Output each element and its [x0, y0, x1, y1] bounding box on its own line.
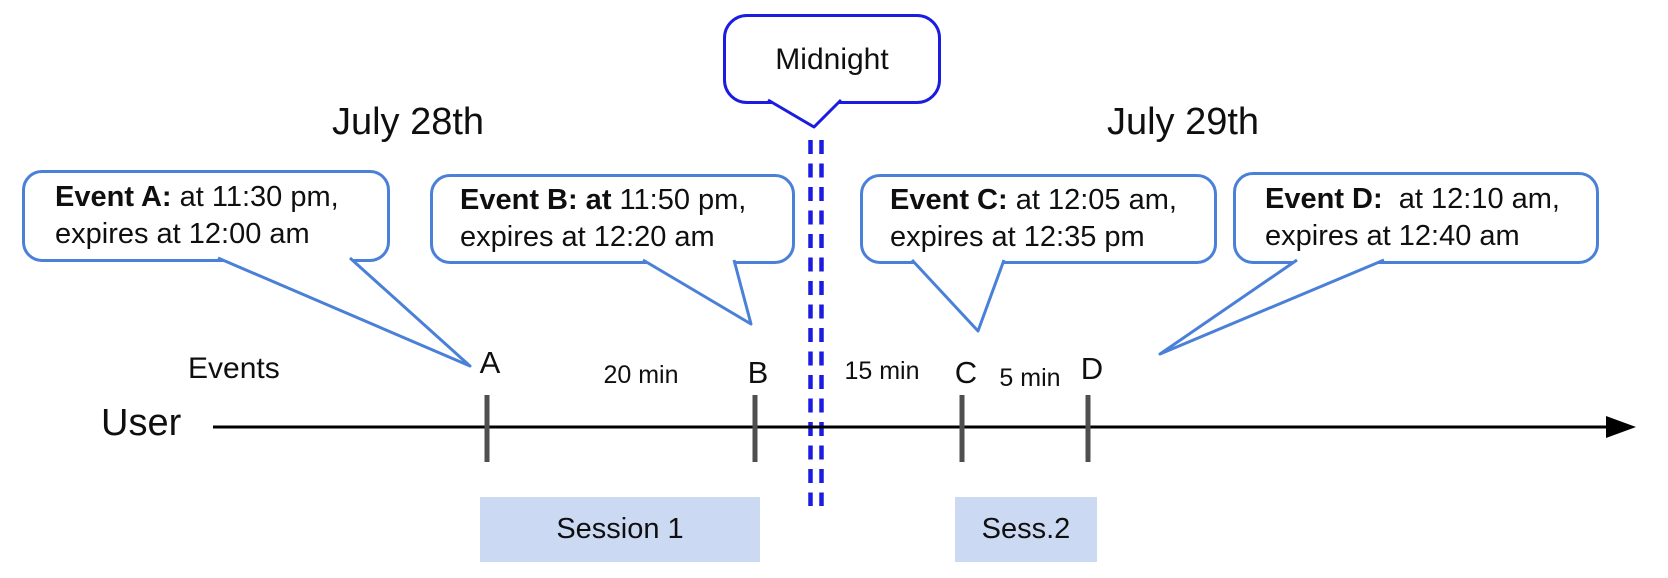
event-a-line2: expires at 12:00 am	[55, 218, 310, 250]
tick-label-d: D	[1080, 351, 1104, 386]
midnight-callout: Midnight	[723, 14, 941, 104]
timeline-arrowhead-icon	[1606, 416, 1636, 438]
midnight-label: Midnight	[775, 42, 889, 76]
events-axis-label: Events	[188, 352, 280, 385]
tick-label-a: A	[479, 345, 501, 380]
session-1-box: Session 1	[480, 497, 760, 562]
event-a-callout: Event A: at 11:30 pm, expires at 12:00 a…	[22, 170, 390, 262]
midnight-callout-tail	[767, 98, 843, 129]
event-a-line1: Event A: at 11:30 pm,	[55, 181, 339, 213]
tick-label-b: B	[747, 355, 769, 390]
interval-5min-label: 5 min	[999, 364, 1061, 392]
session-2-label: Sess.2	[981, 513, 1071, 545]
user-axis-label: User	[101, 402, 182, 444]
interval-20min-label: 20 min	[603, 361, 679, 389]
date-july-28: July 28th	[331, 101, 485, 143]
event-d-line1: Event D: at 12:10 am,	[1265, 183, 1560, 215]
interval-15min-label: 15 min	[844, 357, 920, 385]
event-c-callout-tail	[910, 258, 1006, 333]
date-july-29: July 29th	[1106, 101, 1260, 143]
event-d-line2: expires at 12:40 am	[1265, 220, 1520, 252]
tick-label-c: C	[954, 355, 978, 390]
session-2-box: Sess.2	[955, 497, 1097, 562]
event-d-callout: Event D: at 12:10 am, expires at 12:40 a…	[1233, 172, 1599, 264]
event-d-callout-tail	[1158, 258, 1385, 356]
event-b-line2: expires at 12:20 am	[460, 221, 715, 253]
event-b-callout-tail	[642, 258, 753, 326]
event-b-line1: Event B: at 11:50 pm,	[460, 184, 747, 216]
event-c-line2: expires at 12:35 pm	[890, 221, 1145, 253]
event-c-callout: Event C: at 12:05 am, expires at 12:35 p…	[860, 174, 1217, 264]
event-a-callout-tail	[217, 256, 472, 368]
event-b-callout: Event B: at 11:50 pm, expires at 12:20 a…	[430, 174, 795, 264]
event-c-line1: Event C: at 12:05 am,	[890, 184, 1177, 216]
session-1-label: Session 1	[556, 513, 684, 545]
